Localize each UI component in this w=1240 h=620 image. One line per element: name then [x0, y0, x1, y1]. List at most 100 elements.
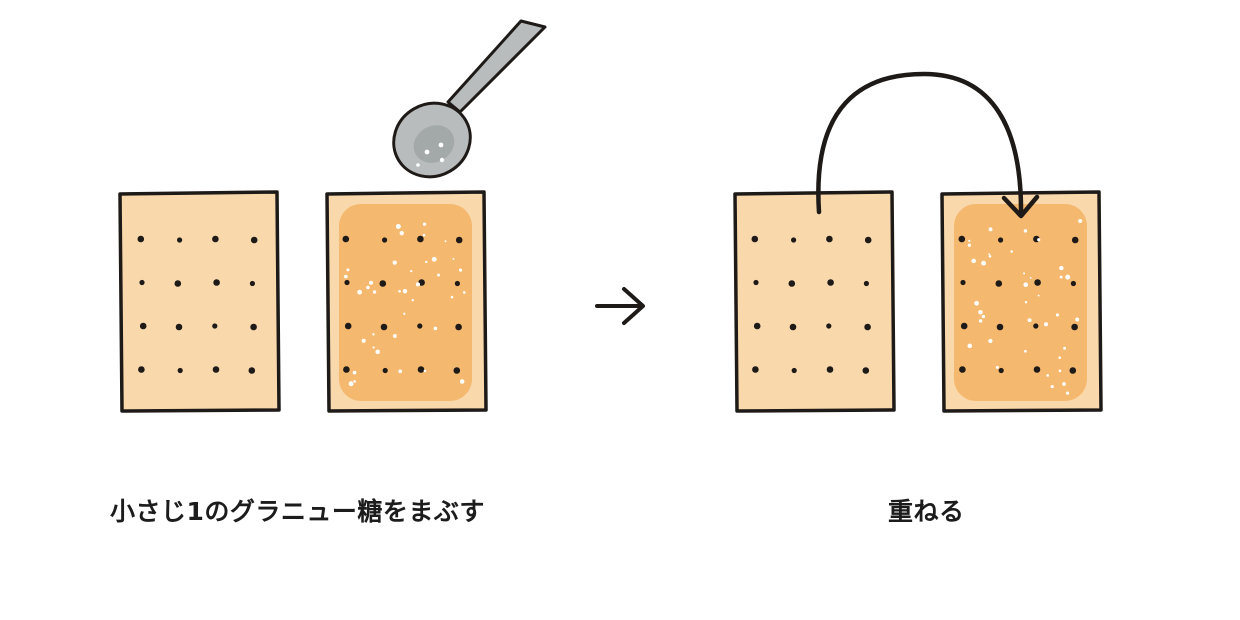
cracker-hole	[342, 235, 350, 243]
cracker-hole	[864, 323, 871, 331]
sugar-grain	[372, 346, 375, 349]
sugar-grain	[988, 338, 993, 344]
sugar-grain	[1010, 250, 1013, 253]
sugared-cracker	[325, 190, 488, 413]
curved-arrow-icon	[816, 71, 1040, 219]
sugar-grain	[395, 224, 401, 230]
sugar-coating	[339, 204, 472, 401]
cracker-hole	[382, 367, 388, 374]
sugar-grain	[1059, 275, 1063, 279]
cracker-hole	[455, 323, 462, 331]
sugar-grain	[974, 300, 979, 306]
cracker-holes	[751, 235, 872, 374]
cracker-hole	[995, 280, 1003, 287]
cracker-hole	[175, 323, 183, 331]
sugar-grain	[450, 295, 454, 299]
sugar-grain	[978, 309, 983, 315]
sugar-grain	[398, 369, 403, 374]
cracker-hole	[417, 235, 424, 243]
cracker-hole	[212, 323, 218, 329]
sugar-grain	[422, 222, 427, 226]
sugar-grain	[1029, 276, 1032, 279]
cracker-hole	[454, 280, 460, 287]
cracker-hole	[788, 280, 796, 287]
arrow-right-icon	[595, 287, 645, 325]
cracker-hole	[250, 236, 258, 244]
sugar-grain	[1043, 322, 1049, 327]
cracker-hole	[249, 280, 255, 287]
sugar-grain	[372, 290, 377, 294]
cracker-hole	[380, 323, 388, 331]
sugar-grain	[462, 291, 466, 294]
cracker-hole	[791, 237, 797, 243]
sugar-grain	[423, 369, 427, 373]
sugar-grain	[1063, 346, 1067, 350]
sugar-grain	[352, 370, 357, 375]
sugar-grain	[1037, 238, 1041, 242]
cracker-hole	[1071, 323, 1078, 331]
cracker-hole	[826, 235, 833, 243]
cracker-hole	[751, 235, 759, 243]
cracker-hole	[137, 235, 145, 243]
cracker-hole	[177, 367, 183, 374]
cracker-hole	[212, 235, 219, 243]
sugar-grain	[971, 258, 976, 264]
cracker-hole	[863, 280, 870, 287]
sugar-grain	[995, 365, 999, 369]
cracker-hole	[212, 366, 220, 373]
cracker-hole	[1071, 236, 1079, 244]
cracker-hole	[417, 366, 425, 373]
cracker-hole	[250, 323, 257, 331]
sugar-grains	[967, 218, 1083, 395]
sugar-grain	[346, 268, 350, 272]
sugar-grain	[353, 380, 356, 383]
cracker-hole	[826, 323, 832, 329]
cracker-hole	[455, 236, 463, 244]
step-caption-stack: 重ねる	[888, 497, 965, 526]
cracker-hole	[998, 367, 1004, 374]
step-caption-sprinkle: 小さじ1のグラニュー糖をまぶす	[110, 497, 485, 526]
cracker-hole	[139, 322, 147, 330]
cracker-hole	[789, 323, 797, 331]
sugar-grain	[988, 253, 991, 256]
sugar-grain	[437, 273, 440, 277]
sugar-grain	[1023, 229, 1028, 233]
sugar-grain	[1023, 272, 1026, 275]
sugar-grain	[968, 239, 971, 242]
sugar-grain	[1023, 282, 1029, 288]
sugar-grain	[422, 233, 426, 237]
cracker-holes	[137, 235, 258, 374]
sugar-coating	[954, 204, 1087, 401]
sugar-grains	[344, 222, 466, 387]
sugar-grain	[369, 280, 374, 285]
sugar-grain	[1046, 374, 1049, 377]
sugar-grain	[452, 257, 455, 260]
cracker-hole	[344, 322, 352, 330]
cracker-hole	[382, 237, 388, 243]
sugar-grain	[425, 260, 428, 264]
sugar-grain	[375, 349, 380, 355]
plain-cracker-left	[118, 190, 281, 413]
sugar-grain	[431, 256, 437, 262]
cracker-hole	[959, 366, 966, 373]
sugar-grain	[1066, 391, 1070, 395]
cracker-hole	[753, 279, 759, 286]
sugar-grain	[988, 227, 993, 232]
sugar-grain	[967, 343, 973, 349]
sugar-grain	[1050, 384, 1054, 389]
cracker-hole	[379, 280, 387, 287]
cracker-hole	[958, 235, 966, 243]
cracker-hole	[1070, 280, 1076, 287]
sugar-grain	[981, 314, 986, 319]
cracker-hole	[1069, 367, 1077, 374]
cracker-hole	[996, 323, 1004, 331]
cracker-hole	[864, 236, 872, 244]
sugar-grain	[1024, 349, 1027, 353]
sugar-grain	[978, 319, 983, 323]
sugar-grain	[398, 289, 401, 293]
sugar-grain	[459, 379, 465, 384]
sugar-grain	[1059, 265, 1064, 271]
cracker-hole	[1034, 279, 1041, 286]
cracker-hole	[753, 322, 761, 330]
sugar-grain	[1062, 382, 1067, 386]
